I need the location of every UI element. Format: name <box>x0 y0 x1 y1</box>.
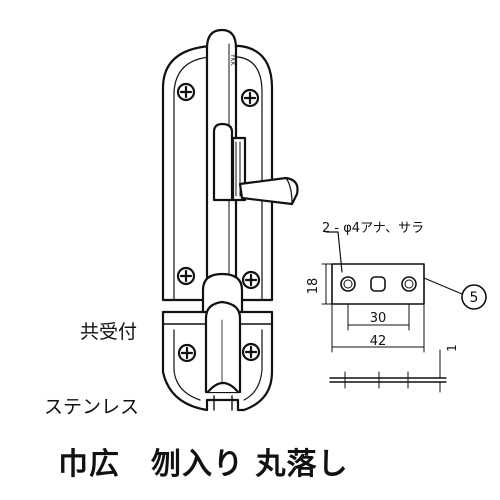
dim-pitch-label: 30 <box>370 311 387 326</box>
material-label: ステンレス <box>44 396 140 418</box>
callout-circle <box>461 284 487 310</box>
hole-icon <box>340 276 356 292</box>
screw-icon <box>177 343 197 363</box>
dim-thickness-label: 1 <box>445 344 459 352</box>
dim-width-label: 42 <box>370 334 387 349</box>
dim-height-label: 18 <box>306 278 321 295</box>
callout-number: 5 <box>470 290 479 306</box>
screw-icon <box>240 88 260 108</box>
slot-hole-icon <box>370 276 386 292</box>
product-title: 巾広 刎入り 丸落し <box>58 447 349 482</box>
accessory-label: 共受付 <box>80 321 138 343</box>
brand-mark: YKK <box>229 53 236 67</box>
screw-icon <box>241 342 261 362</box>
receiver-tube <box>204 300 242 411</box>
handle-lever[interactable] <box>238 176 299 206</box>
hole-icon <box>401 276 417 292</box>
hole-spec-label: 2 - φ4アナ、サラ <box>322 221 424 236</box>
strike-detail <box>321 231 487 353</box>
screw-icon <box>176 82 196 102</box>
thickness-detail <box>329 349 447 393</box>
screw-icon <box>176 266 196 286</box>
screw-icon <box>241 270 261 290</box>
